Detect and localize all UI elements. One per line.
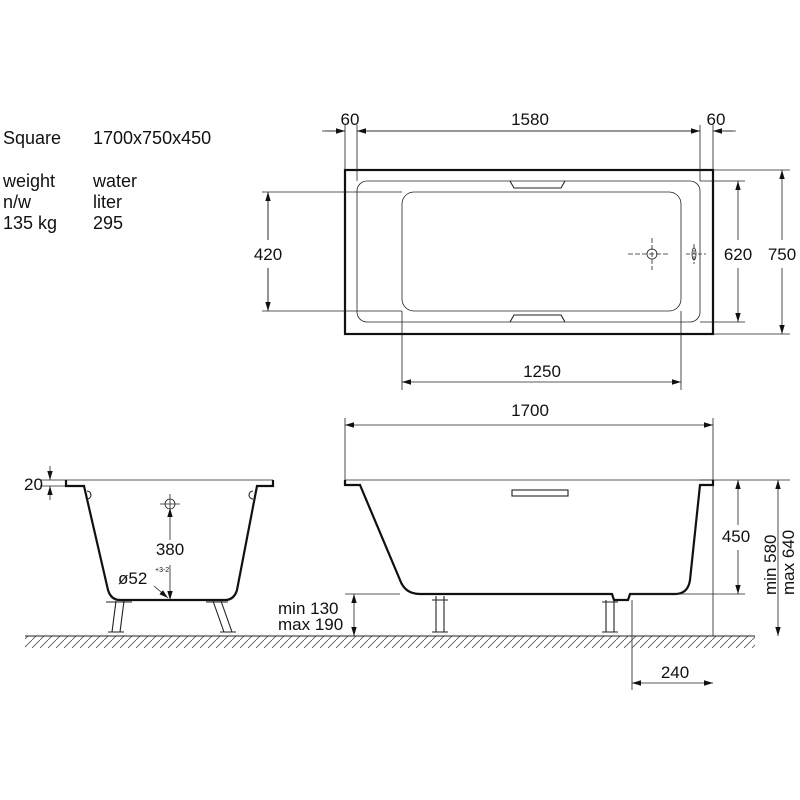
dim-60-right: 60 xyxy=(707,110,726,129)
leg xyxy=(206,600,236,633)
spec-value: 295 xyxy=(93,213,124,233)
dim-1700: 1700 xyxy=(511,401,549,420)
spec-value: liter xyxy=(93,192,123,212)
dim-drain-diameter: ø52 xyxy=(118,569,147,588)
top-view: 60 1580 60 420 620 750 1250 xyxy=(254,110,796,390)
overflow-icon xyxy=(686,244,706,264)
dim-max-640: max 640 xyxy=(779,530,798,595)
dim-min-130: min 130 xyxy=(278,599,338,618)
dim-60-left: 60 xyxy=(341,110,360,129)
dim-450: 450 xyxy=(722,527,750,546)
end-view: 380 ø52 +3-2 20 xyxy=(24,466,275,633)
spec-value: water xyxy=(93,171,138,191)
dim-1250: 1250 xyxy=(523,362,561,381)
handle-side xyxy=(511,489,569,497)
handle-bottom xyxy=(509,314,566,323)
model-value: 1700x750x450 xyxy=(93,128,212,148)
leg xyxy=(432,596,448,633)
dim-380: 380 xyxy=(156,540,184,559)
side-view: 1700 450 min 580 max 640 240 min 130 max… xyxy=(278,401,798,690)
spec-key: weight xyxy=(3,171,56,191)
spec-key: 135 kg xyxy=(3,213,58,233)
dim-240: 240 xyxy=(661,663,689,682)
dim-620: 620 xyxy=(724,245,752,264)
dim-420: 420 xyxy=(254,245,282,264)
dim-20: 20 xyxy=(24,475,43,494)
handle-top xyxy=(509,180,566,189)
leg xyxy=(106,600,132,633)
drain-icon xyxy=(628,238,670,270)
floor xyxy=(25,635,755,648)
dim-1580: 1580 xyxy=(511,110,549,129)
dim-max-190: max 190 xyxy=(278,615,343,634)
model-label: Square xyxy=(3,128,62,148)
dim-drain-tolerance: +3-2 xyxy=(155,567,169,574)
leg xyxy=(602,600,618,633)
dim-min-580: min 580 xyxy=(761,535,780,595)
dim-750: 750 xyxy=(768,245,796,264)
spec-key: n/w xyxy=(3,192,32,212)
